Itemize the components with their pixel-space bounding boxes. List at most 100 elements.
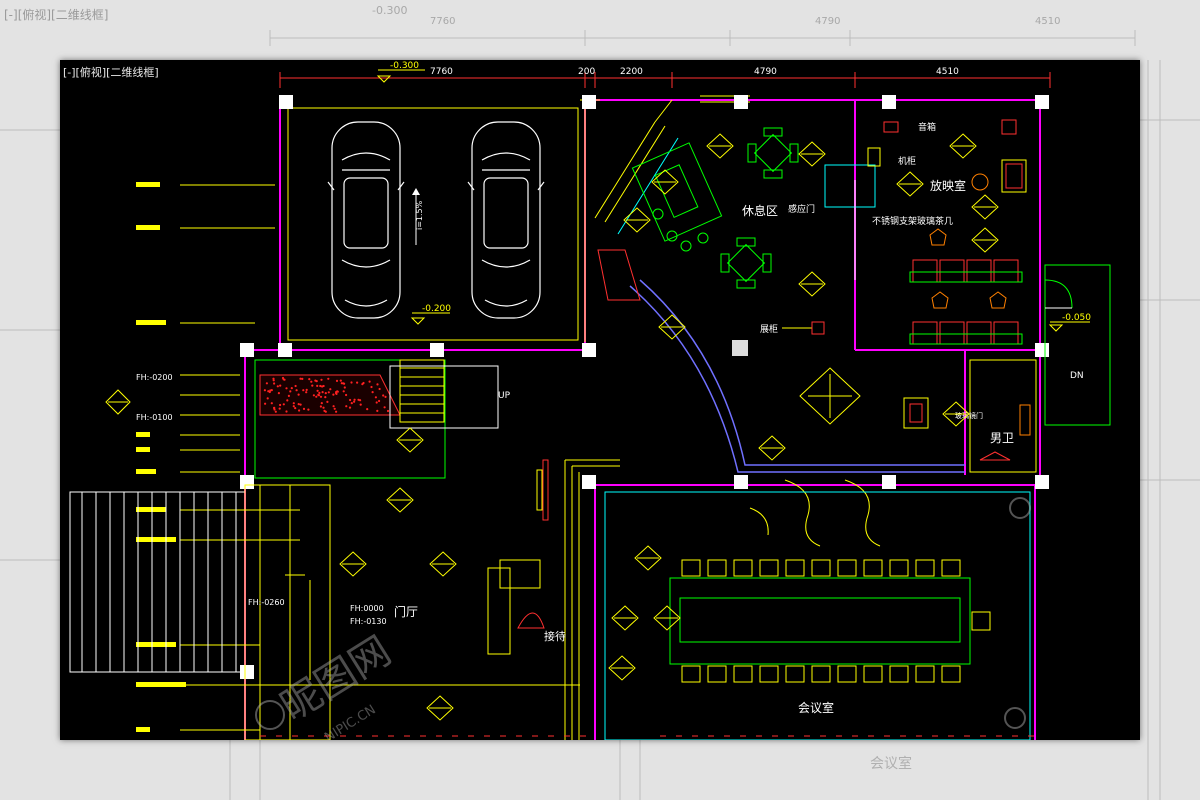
reception-desk [487, 559, 545, 655]
lounge-red-planter [597, 249, 641, 301]
planter-dot [305, 391, 308, 394]
planter-dot [368, 380, 371, 383]
planter-dot [316, 384, 319, 387]
fh-label-b: FH:-0100 [136, 413, 173, 422]
car-right [467, 121, 545, 319]
stair-center [399, 359, 445, 423]
watermark-text: 昵图网 [273, 628, 399, 731]
stair-center-treads [400, 367, 444, 414]
lounge-sofa [631, 142, 723, 242]
left-annotation-marks [136, 182, 186, 732]
planter-dot [350, 402, 353, 405]
planter-dot [361, 383, 364, 386]
planter-dot [374, 396, 377, 399]
meeting-chairs-top [681, 559, 961, 577]
planter [259, 374, 401, 416]
stair-up-label: UP [498, 391, 511, 401]
dimension-chain [279, 72, 1051, 88]
lounge-stools [652, 208, 709, 252]
planter-dot [263, 389, 266, 392]
planter-dot [270, 402, 273, 405]
planter-dot [294, 407, 297, 410]
planter-dot [297, 393, 300, 396]
planter-dot [375, 401, 378, 404]
planter-dot [301, 377, 304, 380]
svg-text:-0.200: -0.200 [422, 304, 451, 314]
label-sensor-door: 感应门 [788, 203, 815, 215]
planter-dot [342, 390, 345, 393]
left-annotations [180, 184, 580, 731]
room-meeting: 会议室 [798, 700, 834, 715]
planter-dot [272, 377, 275, 380]
planter-dot [376, 409, 379, 412]
theater-misc [867, 119, 1027, 193]
room-lounge: 休息区 [742, 203, 778, 218]
planter-dot [376, 383, 379, 386]
lounge-table-1 [747, 127, 799, 179]
planter-frame [254, 359, 446, 479]
planter-dot [319, 395, 323, 398]
planter-dot [320, 402, 323, 405]
planter-dot [327, 377, 330, 380]
stair-treads [81, 492, 237, 672]
theater-seat-arms [909, 271, 1023, 345]
sensor-door [824, 164, 876, 280]
planter-dot [298, 409, 301, 412]
planter-dot [279, 403, 282, 407]
fh-label-a: FH:-0200 [136, 373, 173, 382]
planter-dot [326, 400, 329, 403]
planter-dot [264, 402, 267, 405]
elevation-marker-side: -0.050 [1048, 313, 1091, 332]
planter-dot [324, 410, 327, 413]
planter-dot [339, 379, 342, 382]
planter-dot [324, 396, 327, 399]
svg-text:i=1.5%: i=1.5% [415, 200, 424, 230]
planter-dot [318, 391, 321, 394]
planter-dot [329, 388, 332, 391]
meeting-table [669, 577, 971, 665]
planter-dot [266, 397, 269, 400]
planter-dot [285, 410, 288, 413]
planter-dot [286, 399, 289, 402]
dim-200: 200 [578, 67, 595, 77]
planter-dot [315, 395, 318, 398]
planter-dot [278, 407, 281, 410]
lounge-table-2 [720, 237, 772, 289]
planter-dot [320, 378, 323, 381]
svg-text:-0.300: -0.300 [390, 61, 419, 71]
label-tea-table: 不锈钢支架玻璃茶几 [872, 215, 953, 227]
planter-dot [302, 407, 306, 410]
planter-dot [345, 405, 348, 408]
planter-dot [290, 387, 293, 390]
planter-dot [310, 380, 313, 383]
planter-dot [292, 402, 295, 405]
planter-dot [324, 392, 327, 395]
car-left [327, 121, 405, 319]
planter-dot [292, 405, 295, 408]
planter-dot [332, 393, 335, 396]
lounge-curve [629, 279, 965, 473]
side-door [1044, 264, 1111, 426]
planter-dot [265, 382, 268, 385]
planter-dot [359, 403, 362, 406]
theater-tables [929, 228, 1007, 309]
planter-dot [383, 406, 386, 409]
label-speaker: 音箱 [918, 121, 936, 133]
planter-dot [267, 390, 270, 393]
viewport-label[interactable]: [-][俯视][二维线框] [63, 66, 159, 79]
fh-label-d: FH:0000 [350, 604, 384, 613]
planter-dot [350, 381, 353, 384]
meeting-chair-end [971, 611, 991, 631]
planter-dot [299, 403, 302, 406]
planter-dot [343, 386, 346, 389]
slope-arrow: i=1.5% [412, 188, 424, 245]
planter-dot [276, 385, 279, 388]
cad-viewport[interactable]: [-][俯视][二维线框] 7760 200 2200 4790 4510 -0… [60, 60, 1140, 740]
planter-dot [308, 378, 311, 381]
label-mirror: 玻璃镜门 [955, 411, 983, 420]
planter-dot [269, 389, 272, 392]
bg-room-label: 会议室 [870, 755, 912, 772]
dim-7760: 7760 [430, 67, 453, 77]
planter-dot [277, 392, 280, 395]
planter-dot [305, 388, 308, 391]
